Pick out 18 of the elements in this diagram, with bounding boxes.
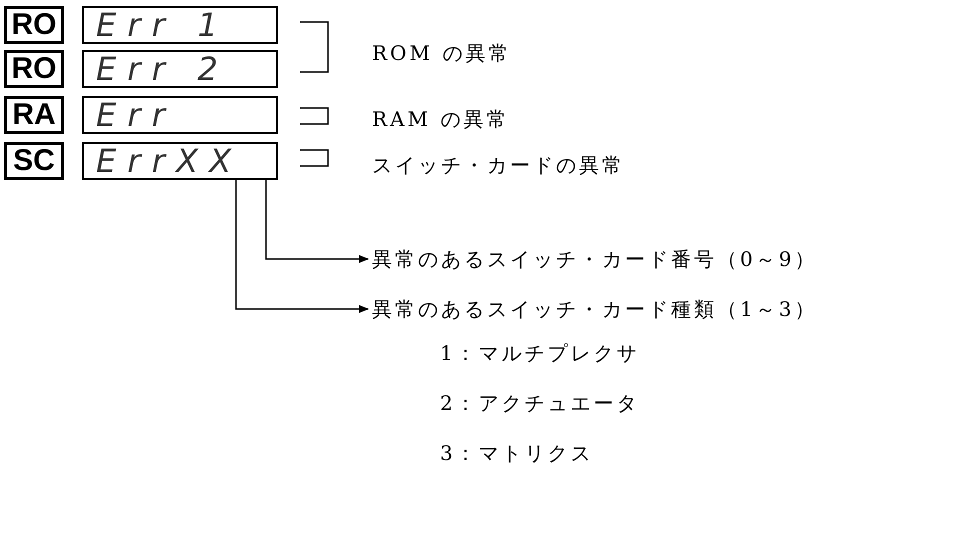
code-box: SC [4, 142, 64, 180]
code-box: RO [4, 50, 64, 88]
segment-display: ErrXX [82, 142, 278, 180]
note-text: 異常のあるスイッチ・カード種類（1～3） [372, 292, 932, 326]
label-text: ROM の異常 [372, 40, 512, 67]
segment-display: Err 2 [82, 50, 278, 88]
note-text: 異常のあるスイッチ・カード番号（0～9） [372, 242, 932, 276]
code-box: RA [4, 96, 64, 134]
label-text: 1：マルチプレクサ [440, 340, 640, 367]
label-text: RAM の異常 [372, 106, 510, 133]
label-text: 2：アクチュエータ [440, 390, 640, 417]
label-text: 3：マトリクス [440, 440, 594, 467]
code-box: RO [4, 6, 64, 44]
arrow [265, 180, 369, 263]
arrow [235, 180, 369, 313]
segment-display: Err 1 [82, 6, 278, 44]
segment-display: Err [82, 96, 278, 134]
label-text: スイッチ・カードの異常 [372, 152, 625, 179]
